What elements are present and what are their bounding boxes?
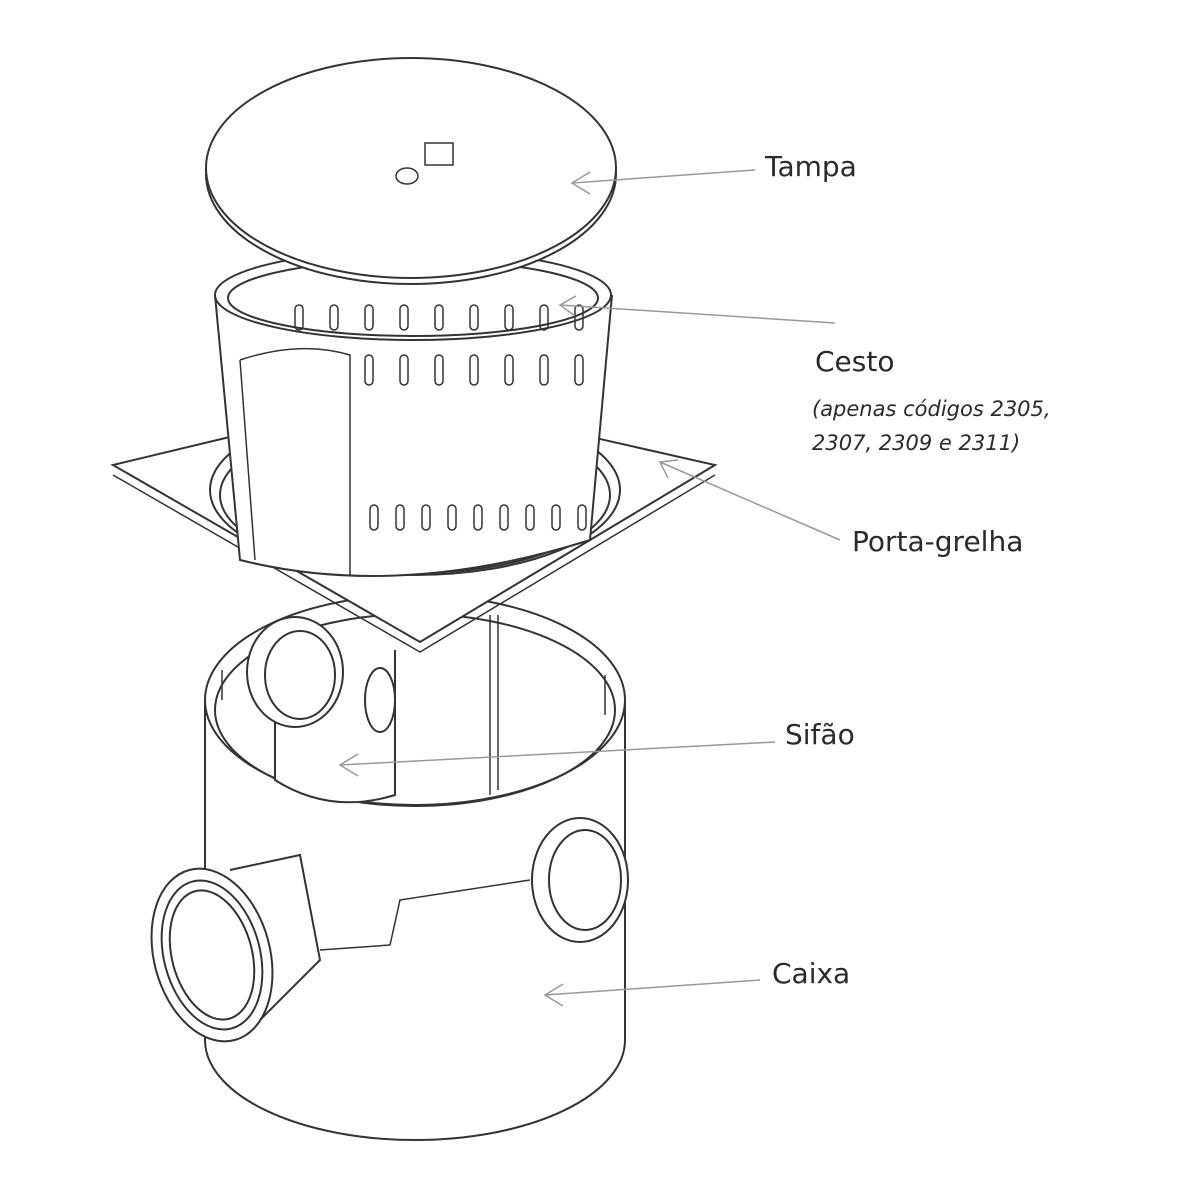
basket-slot [421,504,431,531]
basket-slot [447,504,457,531]
basket-slot [504,354,514,386]
basket-slot [395,504,405,531]
basket-slot [551,504,561,531]
left-pipe [150,853,322,1043]
basket-slot [434,354,444,386]
basket-slot [574,354,584,386]
basket-slot [499,504,509,531]
basket-slot [504,304,514,331]
label-sifao: Sifão [785,718,855,751]
sifao-part [246,616,396,804]
basket-slot [525,504,535,531]
right-pipe [531,817,629,943]
label-cesto: Cesto [815,345,895,378]
label-tampa: Tampa [765,150,857,183]
label-cesto-note-1: (apenas códigos 2305, [812,397,1051,421]
label-porta-grelha: Porta-grelha [852,525,1024,558]
basket-slot [469,354,479,386]
tampa-part [205,57,617,285]
logo-mark [424,142,454,166]
basket-slot [364,354,374,386]
basket-slot [473,504,483,531]
basket-slot [399,304,409,331]
basket-slot [369,504,379,531]
basket-slot [574,304,584,331]
cesto-part [214,249,613,577]
label-cesto-note-2: 2307, 2309 e 2311) [812,431,1021,455]
basket-slot [577,504,587,531]
basket-slot [329,304,339,331]
basket-slot [539,304,549,331]
label-caixa: Caixa [772,957,851,990]
basket-slot [294,304,304,331]
basket-slot [434,304,444,331]
basket-slot [364,304,374,331]
basket-slot [469,304,479,331]
basket-slot [539,354,549,386]
leader-lines [338,169,841,1007]
basket-slot [399,354,409,386]
